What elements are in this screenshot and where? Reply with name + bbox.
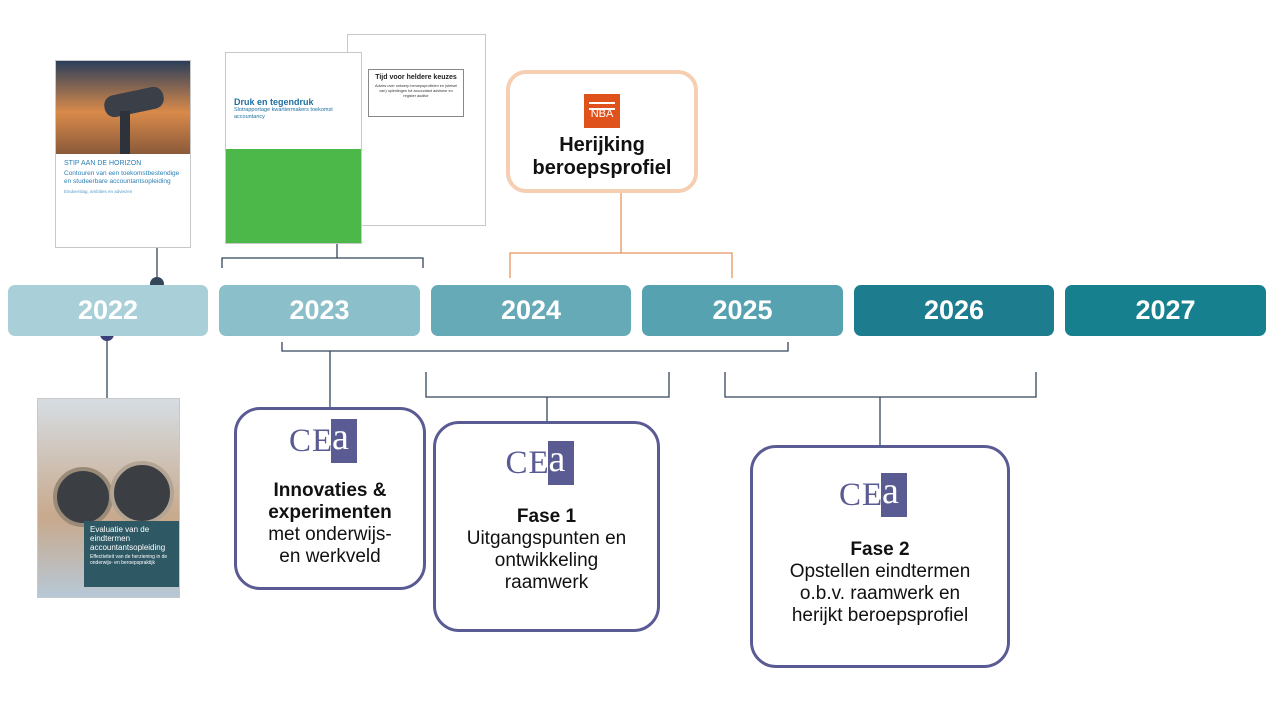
- fase2-title: Fase 2: [850, 539, 910, 560]
- nba-title-line1: Herijking: [559, 134, 645, 156]
- cea-logo: CE a: [835, 470, 925, 520]
- nba-title-line2: beroepsprofiel: [532, 157, 672, 179]
- innovaties-box: CE a Innovaties & experimenten met onder…: [234, 407, 426, 590]
- document-tijd-voor-heldere-keuzes: Tijd voor heldere keuzes Advies over ont…: [347, 34, 486, 226]
- innovaties-line3: met onderwijs-: [268, 524, 392, 545]
- nba-logo: NBA: [584, 94, 620, 128]
- fase2-line1: Opstellen eindtermen: [789, 561, 971, 582]
- fase1-line3: raamwerk: [504, 572, 589, 593]
- innovaties-line1: Innovaties &: [273, 480, 387, 501]
- doc-title: STIP AAN DE HORIZON: [64, 160, 142, 167]
- innovaties-line2: experimenten: [268, 502, 392, 523]
- fase2-line3: herijkt beroepsprofiel: [791, 605, 969, 626]
- binoculars-icon: [48, 459, 178, 527]
- year-2025: 2025: [642, 285, 843, 336]
- fase1-line2: ontwikkeling: [494, 550, 599, 571]
- year-2023: 2023: [219, 285, 420, 336]
- doc-subtitle: Slotrapportage kwartiermakers toekomst a…: [234, 107, 333, 120]
- doc-subtitle: Advies over ontwerp beroepsprofielen en …: [374, 84, 458, 98]
- innovaties-line4: en werkveld: [279, 546, 381, 567]
- cea-logo: CE a: [502, 438, 592, 488]
- doc-note: Eindverslag, ambities en adviezen: [64, 189, 133, 194]
- document-stip-aan-de-horizon: STIP AAN DE HORIZON Contouren van een to…: [55, 60, 191, 248]
- year-2026: 2026: [854, 285, 1054, 336]
- year-2024: 2024: [431, 285, 631, 336]
- doc-subtitle: Contouren van een toekomstbestendige en …: [64, 170, 180, 185]
- doc-subtitle: Effectiviteit van de herziening in de on…: [90, 554, 168, 566]
- binoculars-photo: [56, 61, 190, 154]
- cea-logo: CE a: [285, 416, 375, 466]
- nba-herijking-box: NBA Herijking beroepsprofiel: [506, 70, 698, 193]
- document-druk-en-tegendruk: Druk en tegendruk Slotrapportage kwartie…: [225, 52, 362, 244]
- year-2022: 2022: [8, 285, 208, 336]
- fase2-line2: o.b.v. raamwerk en: [799, 583, 961, 604]
- doc-title: Evaluatie van de eindtermen accountantso…: [90, 525, 166, 552]
- fase1-title: Fase 1: [516, 506, 577, 527]
- doc-title: Druk en tegendruk: [234, 97, 314, 107]
- fase1-box: CE a Fase 1 Uitgangspunten en ontwikkeli…: [433, 421, 660, 632]
- doc-title: Tijd voor heldere keuzes: [375, 74, 457, 81]
- fase1-line1: Uitgangspunten en: [466, 528, 627, 549]
- fase2-box: CE a Fase 2 Opstellen eindtermen o.b.v. …: [750, 445, 1010, 668]
- document-evaluatie-eindtermen: Evaluatie van de eindtermen accountantso…: [37, 398, 180, 598]
- year-2027: 2027: [1065, 285, 1266, 336]
